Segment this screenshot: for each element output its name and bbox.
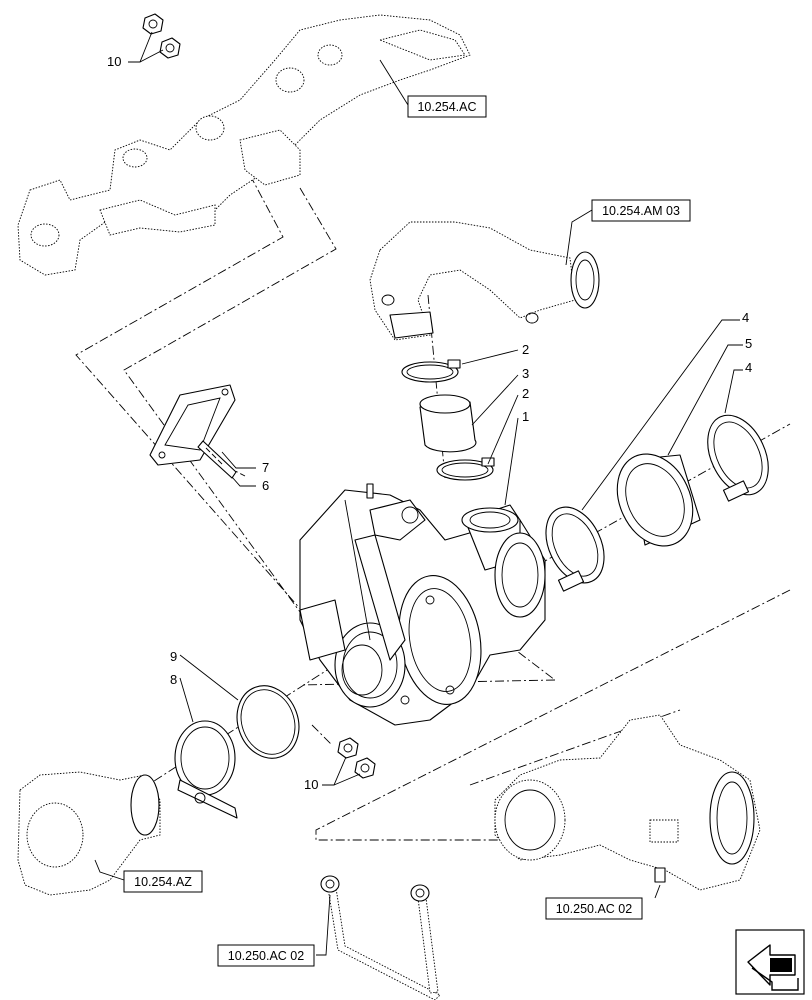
ref-label-10-254-az[interactable]: 10.254.AZ [134, 875, 192, 889]
callout-5: 5 [745, 336, 752, 351]
clamp-left-4 [545, 506, 605, 592]
leader-lines [94, 31, 743, 956]
ref-box-10-254-ac[interactable]: 10.254.AC [407, 95, 487, 118]
clamp-upper [401, 359, 461, 383]
turbocharger [299, 483, 546, 726]
callout-10-upper: 10 [107, 54, 121, 69]
exhaust-manifold [17, 14, 471, 276]
clamp-right-4 [707, 414, 769, 502]
nuts-lower [337, 737, 376, 779]
ref-box-10-250-ac-02-right[interactable]: 10.250.AC 02 [545, 897, 643, 920]
oil-return-pipe [320, 875, 441, 1000]
stud-6 [197, 440, 237, 479]
callout-1: 1 [522, 409, 529, 424]
callout-2-lower: 2 [522, 386, 529, 401]
nuts-upper [142, 13, 181, 59]
sleeve [419, 394, 477, 453]
ref-label-10-254-am-03[interactable]: 10.254.AM 03 [602, 204, 680, 218]
callout-2-upper: 2 [522, 342, 529, 357]
o-ring-9 [236, 685, 300, 759]
exhaust-outlet-pipe [17, 771, 161, 896]
gasket-7 [149, 384, 236, 466]
callout-3: 3 [522, 366, 529, 381]
callout-10-lower: 10 [304, 777, 318, 792]
clamp-8 [174, 720, 238, 819]
intake-housing [494, 714, 761, 891]
ref-box-10-254-am-03[interactable]: 10.254.AM 03 [591, 199, 691, 222]
callout-8: 8 [170, 672, 177, 687]
ref-box-10-250-ac-02-bottom[interactable]: 10.250.AC 02 [217, 944, 315, 967]
sleeve-5 [616, 453, 701, 547]
callout-4-left: 4 [742, 310, 749, 325]
ref-box-10-254-az[interactable]: 10.254.AZ [123, 870, 203, 893]
callout-numbers: 10 2 3 2 1 4 5 4 7 6 9 8 10 [107, 54, 752, 792]
callout-4-right: 4 [745, 360, 752, 375]
next-page-arrow-icon[interactable] [735, 929, 805, 995]
callout-9: 9 [170, 649, 177, 664]
intake-elbow-hose [369, 221, 600, 341]
ref-label-10-254-ac[interactable]: 10.254.AC [417, 100, 476, 114]
callout-7: 7 [262, 460, 269, 475]
ref-label-10-250-ac-02-right[interactable]: 10.250.AC 02 [556, 902, 632, 916]
callout-6: 6 [262, 478, 269, 493]
ref-label-10-250-ac-02-bottom[interactable]: 10.250.AC 02 [228, 949, 304, 963]
clamp-lower [436, 457, 495, 481]
